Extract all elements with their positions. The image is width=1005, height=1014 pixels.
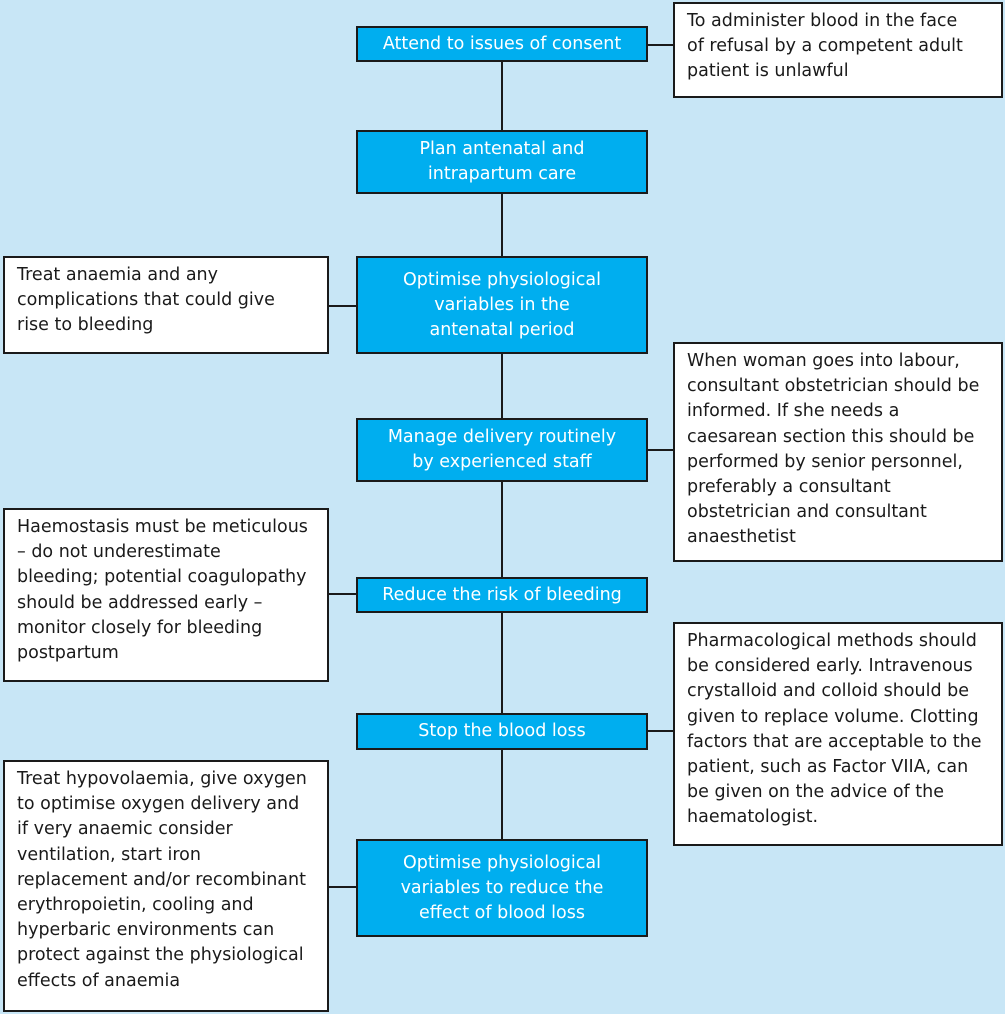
step-label: Reduce the risk of bleeding — [382, 584, 622, 605]
step-label: Attend to issues of consent — [382, 33, 622, 54]
note-text: When woman goes into labour, consultant … — [687, 351, 980, 548]
step-reduce-bleeding-risk: Reduce the risk of bleeding — [356, 577, 648, 613]
note-haemostasis: Haemostasis must be meticulous – do not … — [3, 508, 329, 682]
note-text: Pharmacological methods should be consid… — [687, 631, 982, 828]
note-hypovolaemia: Treat hypovolaemia, give oxygen to optim… — [3, 760, 329, 1012]
step-attend-consent: Attend to issues of consent — [356, 26, 648, 62]
step-stop-blood-loss: Stop the blood loss — [356, 713, 648, 750]
note-pharmacological: Pharmacological methods should be consid… — [673, 622, 1003, 846]
note-labour-consultant: When woman goes into labour, consultant … — [673, 342, 1003, 562]
note-text: Haemostasis must be meticulous – do not … — [17, 517, 308, 664]
step-manage-delivery: Manage delivery routinely by experienced… — [356, 418, 648, 482]
step-plan-care: Plan antenatal and intrapartum care — [356, 130, 648, 194]
note-unlawful-refusal: To administer blood in the face of refus… — [673, 2, 1003, 98]
note-treat-anaemia: Treat anaemia and any complications that… — [3, 256, 329, 354]
step-optimise-blood-loss: Optimise physiological variables to redu… — [356, 839, 648, 937]
step-label: Plan antenatal and intrapartum care — [419, 139, 585, 184]
step-label: Stop the blood loss — [418, 721, 586, 741]
note-text: Treat hypovolaemia, give oxygen to optim… — [17, 769, 307, 991]
step-label: Manage delivery routinely by experienced… — [387, 427, 617, 472]
step-label: Optimise physiological variables to redu… — [400, 852, 604, 923]
step-label: Optimise physiological variables in the … — [403, 269, 601, 340]
note-text: To administer blood in the face of refus… — [687, 11, 963, 82]
note-text: Treat anaemia and any complications that… — [17, 265, 275, 336]
step-optimise-antenatal: Optimise physiological variables in the … — [356, 256, 648, 354]
